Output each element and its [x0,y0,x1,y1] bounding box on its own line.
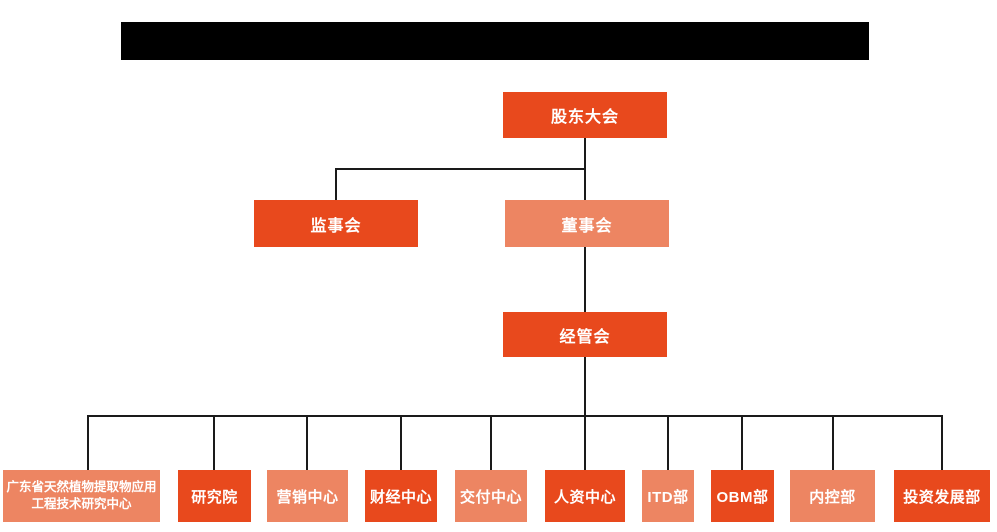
node-label: 广东省天然植物提取物应用工程技术研究中心 [6,479,157,512]
node-management-committee: 经管会 [503,312,667,357]
connector-level2-horizontal [335,168,586,170]
node-label: 研究院 [191,488,238,506]
connector-drop-dept-4 [400,416,402,470]
node-dept-research-institute: 研究院 [178,470,251,522]
node-dept-marketing-center: 营销中心 [267,470,348,522]
node-label: 人资中心 [553,488,616,506]
node-shareholders-meeting: 股东大会 [503,92,667,138]
node-dept-obm: OBM部 [711,470,774,522]
connector-drop-dept-9 [832,416,834,470]
node-label: 投资发展部 [903,488,981,506]
connector-departments-horizontal [87,415,943,417]
connector-root-down [584,138,586,169]
node-label: 财经中心 [369,488,432,506]
node-label: 内控部 [809,488,856,506]
node-label: 股东大会 [550,109,619,126]
connector-drop-dept-2 [213,416,215,470]
node-label: 董事会 [561,217,613,235]
node-dept-delivery-center: 交付中心 [455,470,527,522]
connector-board-to-management [584,247,586,312]
connector-drop-dept-3 [306,416,308,470]
redacted-title-bar [121,22,869,60]
node-supervisory-board: 监事会 [254,200,418,247]
node-board-of-directors: 董事会 [505,200,669,247]
node-dept-internal-control: 内控部 [790,470,875,522]
node-dept-finance-center: 财经中心 [365,470,437,522]
connector-drop-dept-10 [941,416,943,470]
connector-drop-dept-6 [584,416,586,470]
connector-to-supervisory-board [335,169,337,200]
connector-drop-dept-8 [741,416,743,470]
node-label: 交付中心 [459,488,522,506]
node-label: 监事会 [310,217,362,235]
node-label: 经管会 [559,328,611,346]
connector-to-board-of-directors [584,169,586,200]
node-dept-itd: ITD部 [642,470,694,522]
node-dept-gd-plant-extract-research-center: 广东省天然植物提取物应用工程技术研究中心 [3,470,160,522]
node-label: ITD部 [647,488,689,506]
node-dept-hr-center: 人资中心 [545,470,625,522]
connector-drop-dept-7 [667,416,669,470]
node-label: 营销中心 [276,488,339,506]
connector-management-down [584,357,586,416]
connector-drop-dept-5 [490,416,492,470]
node-dept-investment-development: 投资发展部 [894,470,990,522]
node-label: OBM部 [716,488,769,506]
connector-drop-dept-1 [87,416,89,470]
